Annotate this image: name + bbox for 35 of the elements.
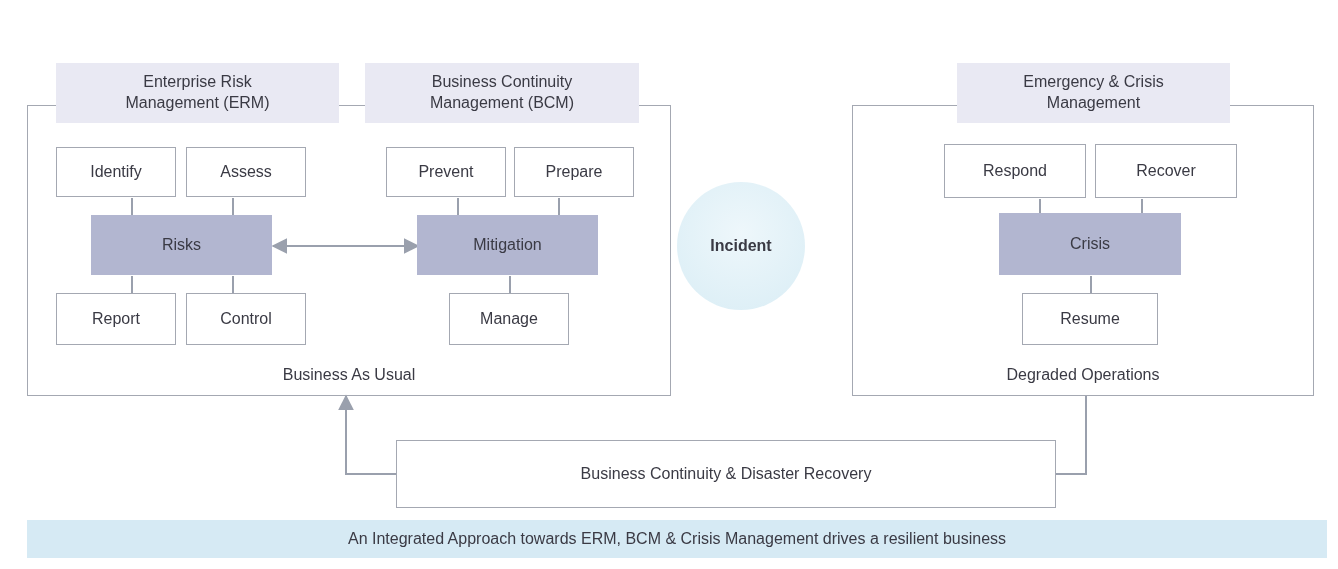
caption-banner: An Integrated Approach towards ERM, BCM & Crisis Management drives a resilient business: [27, 520, 1327, 558]
step-box: Resume: [1022, 293, 1158, 345]
step-box: Prevent: [386, 147, 506, 197]
hub-box: Risks: [91, 215, 272, 275]
step-box: Prepare: [514, 147, 634, 197]
hub-box: Mitigation: [417, 215, 598, 275]
connector-line: [232, 197, 234, 217]
header-tab: Business Continuity Management (BCM): [365, 63, 639, 123]
connector-line: [131, 275, 133, 295]
step-box: Report: [56, 293, 176, 345]
connector-line: [1090, 275, 1092, 295]
group-label: Degraded Operations: [1005, 365, 1161, 386]
header-tab: Enterprise Risk Management (ERM): [56, 63, 339, 123]
step-box: Recover: [1095, 144, 1237, 198]
connector-line: [131, 197, 133, 217]
arrow: [338, 394, 397, 475]
connector-line: [457, 197, 459, 217]
group-panel: [27, 63, 671, 396]
step-box: Control: [186, 293, 306, 345]
connector-line: [232, 275, 234, 295]
connector-line: [558, 197, 560, 217]
hub-box: Crisis: [999, 213, 1181, 275]
connector-line: [1141, 198, 1143, 215]
group-label: Business As Usual: [281, 365, 417, 386]
connector-line: [509, 275, 511, 295]
step-box: Assess: [186, 147, 306, 197]
step-box: Respond: [944, 144, 1086, 198]
connector-line: [1039, 198, 1041, 215]
step-box: Identify: [56, 147, 176, 197]
group-panel: [852, 63, 1314, 396]
connector-line: [1055, 395, 1087, 475]
step-box: Manage: [449, 293, 569, 345]
step-box: Business Continuity & Disaster Recovery: [396, 440, 1056, 508]
event-circle: Incident: [677, 182, 805, 310]
header-tab: Emergency & Crisis Management: [957, 63, 1230, 123]
